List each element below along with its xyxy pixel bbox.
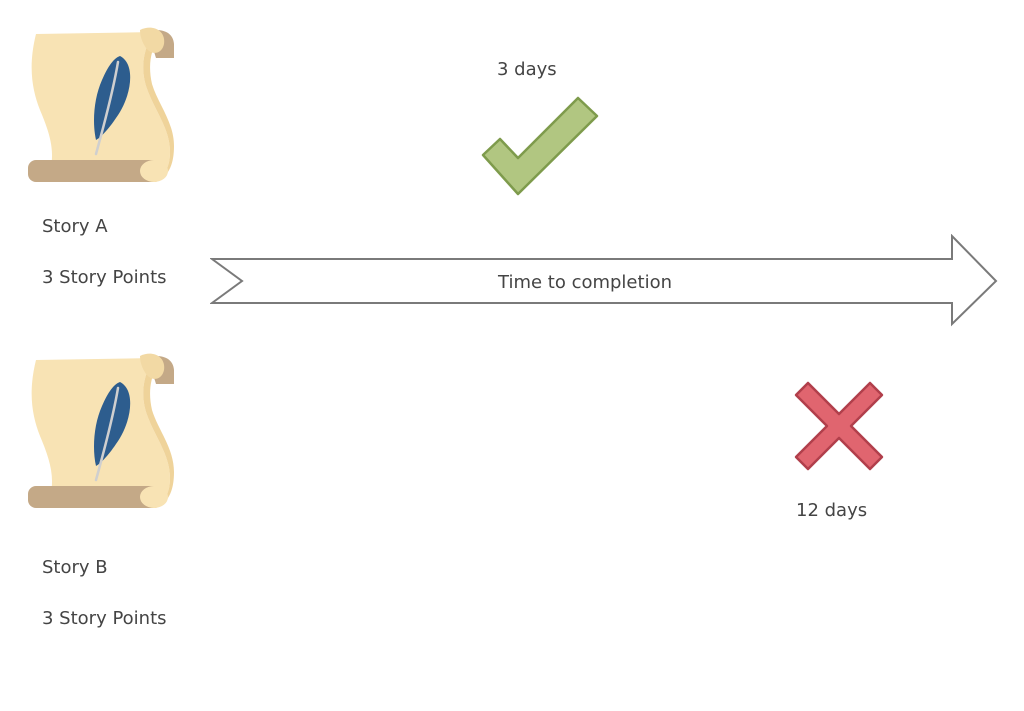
scroll-quill-icon: [28, 353, 174, 508]
timeline-arrow: [210, 234, 1000, 328]
cross-icon: [794, 381, 884, 471]
scroll-quill-icon: [28, 27, 174, 182]
story-b-scroll-icon: [28, 352, 178, 512]
story-a-name: Story A: [42, 216, 108, 237]
story-a-points: 3 Story Points: [42, 267, 167, 288]
story-b-name: Story B: [42, 557, 108, 578]
failure-duration: 12 days: [796, 500, 868, 521]
story-b-points: 3 Story Points: [42, 608, 167, 629]
story-a-scroll-icon: [28, 26, 178, 186]
checkmark-icon: [480, 96, 600, 196]
timeline-label: Time to completion: [498, 272, 672, 293]
success-duration: 3 days: [497, 59, 557, 80]
